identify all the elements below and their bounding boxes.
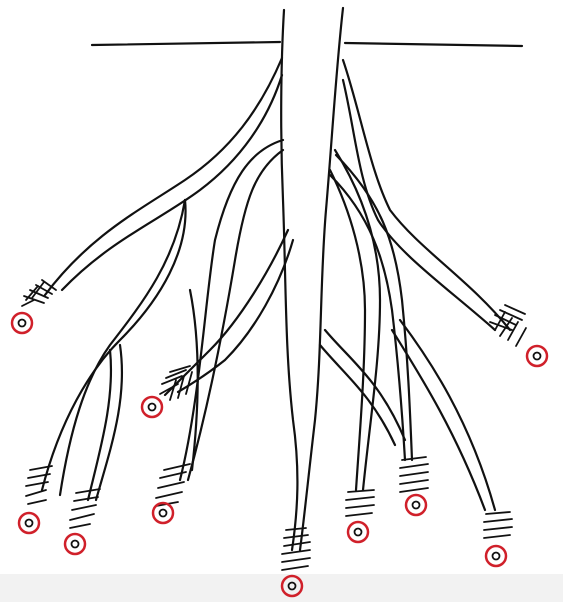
root-inner-left-b	[188, 150, 283, 480]
root-tip-marker	[12, 313, 32, 333]
root-hairs-right-low-2	[400, 457, 428, 492]
root-hairs-main	[282, 528, 310, 570]
root-hairs	[22, 280, 526, 570]
root-right-inner-b	[330, 170, 365, 490]
root-tip-marker	[527, 346, 547, 366]
root-tip-marker	[142, 397, 162, 417]
main-root	[281, 8, 343, 550]
root-hairs-left-low-2	[70, 489, 100, 528]
main-root-right-edge	[300, 8, 343, 550]
root-hairs-center-low	[156, 464, 190, 506]
root-left-mid-c	[88, 350, 111, 500]
root-left-mid-d	[96, 345, 122, 500]
root-hairs-right-upper	[490, 305, 526, 346]
main-root-left-edge	[281, 10, 297, 550]
root-tip-marker	[19, 513, 39, 533]
root-tip-marker	[153, 503, 173, 523]
root-left-upper-b	[62, 75, 282, 290]
root-left-mid-b	[60, 200, 185, 495]
root-right-inner-c	[336, 155, 412, 460]
root-tip-marker	[406, 495, 426, 515]
root-hairs-right-low-1	[346, 490, 374, 516]
root-right-upper-b	[343, 80, 495, 330]
root-hairs-far-left	[22, 280, 56, 306]
root-hairs-right-low-3	[484, 512, 512, 538]
soil-surface	[92, 42, 522, 46]
soil-line-right	[345, 43, 522, 46]
root-tip-marker	[348, 522, 368, 542]
lateral-roots	[42, 58, 510, 510]
soil-line-left	[92, 42, 280, 45]
root-tip-markers	[12, 313, 547, 596]
root-left-mid-a	[42, 200, 186, 490]
root-tip-marker	[282, 576, 302, 596]
root-tip-marker	[486, 546, 506, 566]
root-left-upper-a	[45, 58, 282, 295]
root-tip-marker	[65, 534, 85, 554]
root-cross-b	[320, 345, 395, 445]
